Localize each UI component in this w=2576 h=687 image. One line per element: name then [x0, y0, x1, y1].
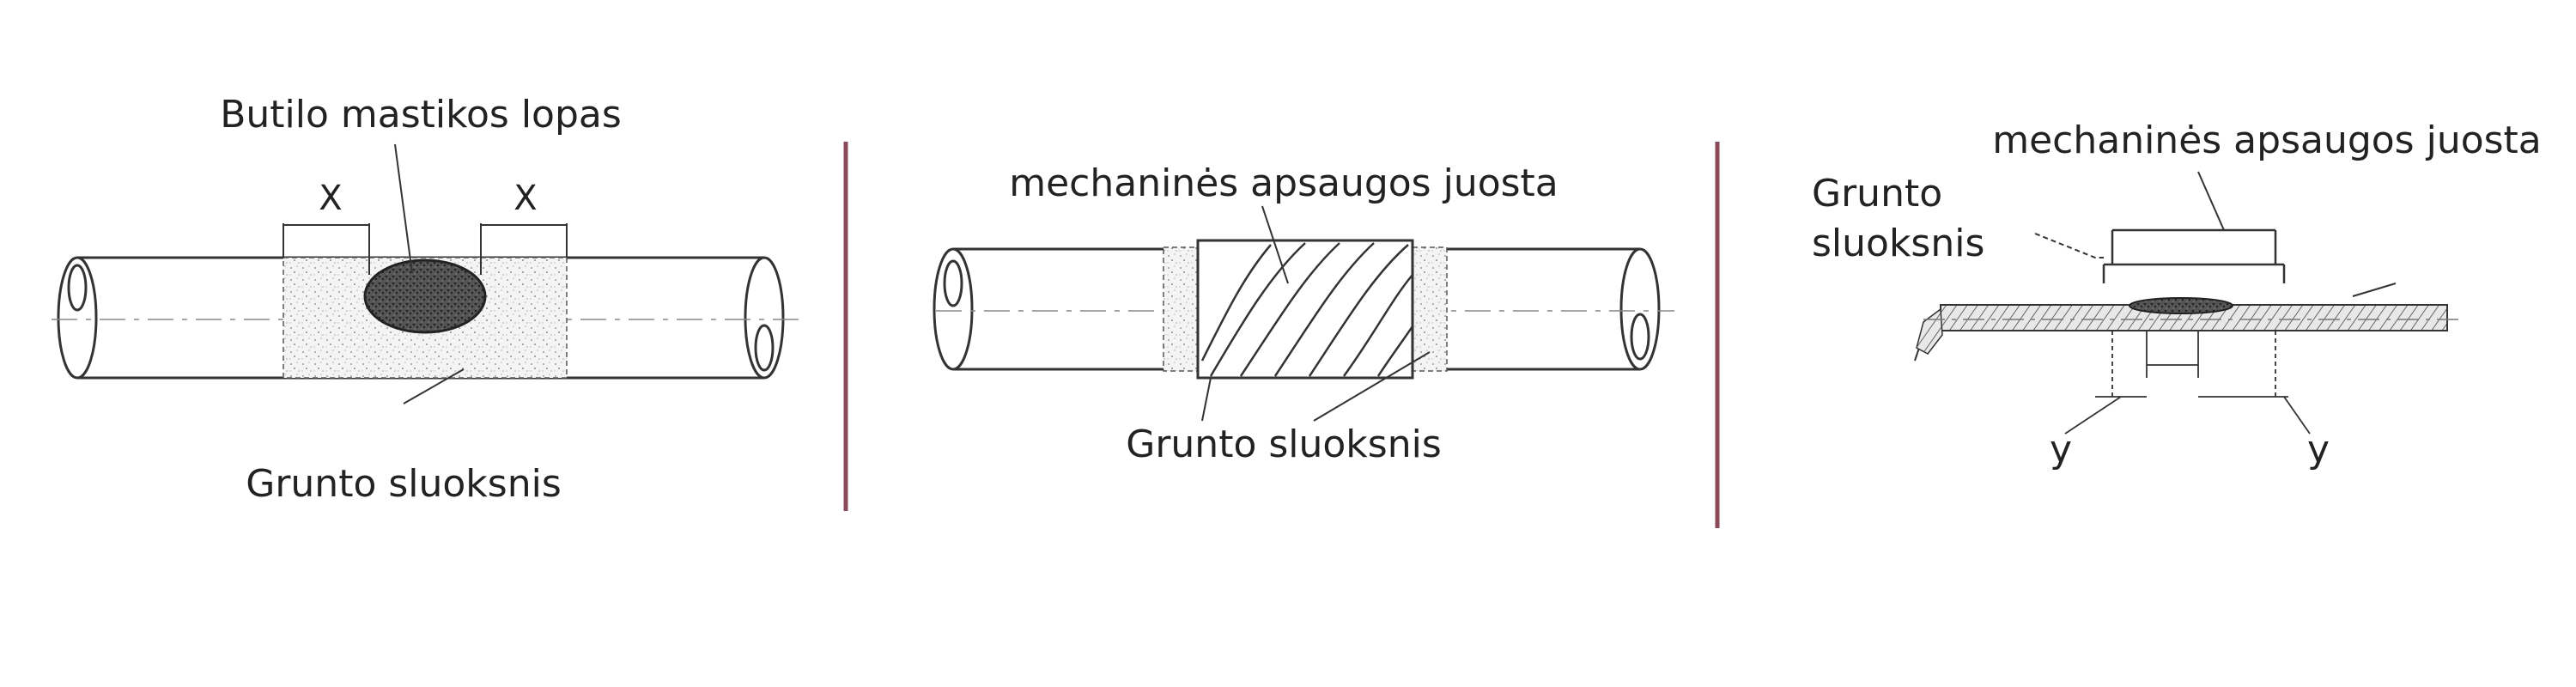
pipe-middle: [933, 247, 1674, 371]
dimension-x-right-label: X: [513, 179, 537, 218]
dimension-x-left-label: X: [319, 179, 342, 218]
primer-leader-left: [403, 368, 465, 404]
primer-leader-middle-1: [1201, 377, 1212, 422]
primer-label-right-line1: Grunto: [1812, 172, 1942, 216]
dimension-y-left-label: y: [2050, 428, 2072, 471]
mechanical-protection-tape-middle: [1196, 239, 1414, 380]
tape-leader-middle: [1261, 205, 1289, 284]
primer-leader-right: [2034, 233, 2104, 258]
primer-label-middle: Grunto sluoksnis: [1126, 423, 1442, 466]
mechanical-protection-tape-right: [2102, 228, 2286, 283]
wall-leader-right: [2352, 283, 2397, 297]
primer-label-right-line2: sluoksnis: [1812, 222, 1984, 265]
tape-label-right: mechaninės apsaugos juosta: [1992, 119, 2542, 162]
dimension-x-left: [283, 223, 370, 275]
panel-left: X X Butilo mastikos lopas Grunto sluoksn…: [52, 93, 799, 506]
dimension-y-right-label: y: [2307, 428, 2330, 471]
dimension-x-right: [480, 223, 568, 275]
tape-label-middle: mechaninės apsaugos juosta: [1009, 161, 1558, 205]
panel-right: mechaninės apsaugos juosta Grunto sluoks…: [1812, 119, 2542, 471]
butyl-patch-label: Butilo mastikos lopas: [220, 93, 622, 137]
butyl-patch-section: [2129, 297, 2233, 314]
pipe-left: [52, 256, 799, 380]
primer-leader-middle-2: [1313, 351, 1431, 422]
primer-label-left: Grunto sluoksnis: [246, 462, 562, 506]
tape-leader-right: [2197, 171, 2225, 231]
butyl-patch: [363, 258, 487, 334]
patch-leader: [394, 143, 413, 274]
dimension-y: [2064, 331, 2311, 435]
panel-middle: mechaninės apsaugos juosta Grunto sluoks…: [933, 161, 1674, 466]
